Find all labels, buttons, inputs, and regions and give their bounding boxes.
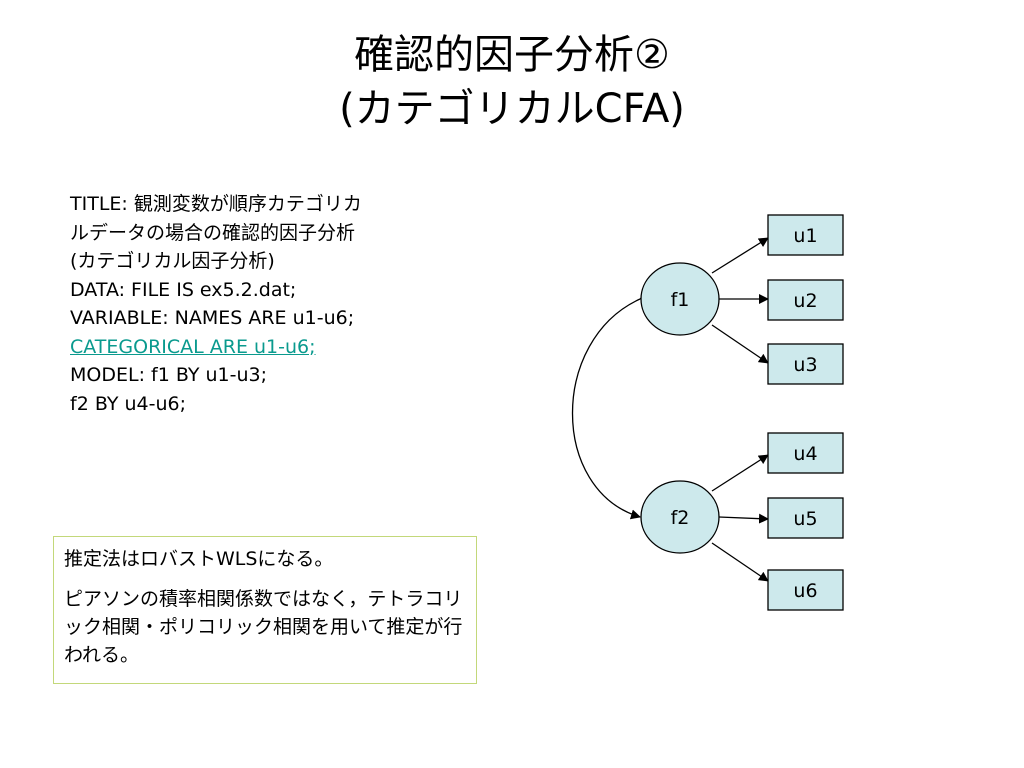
code-line-title-1: TITLE: 観測変数が順序カテゴリカ	[70, 193, 362, 215]
title-line-1: 確認的因子分析②	[354, 32, 670, 78]
observed-label-u3: u3	[793, 354, 817, 376]
loading-f2-u6	[711, 542, 769, 582]
observed-label-u6: u6	[793, 580, 817, 602]
code-line-variable: VARIABLE: NAMES ARE u1-u6;	[70, 307, 355, 329]
factor-node-f2: f2	[640, 480, 720, 554]
observed-node-u6: u6	[767, 569, 844, 611]
factor-label-f1: f1	[671, 289, 690, 311]
code-line-title-2: ルデータの場合の確認的因子分析	[70, 221, 356, 244]
mplus-syntax: TITLE: 観測変数が順序カテゴリカ ルデータの場合の確認的因子分析 (カテゴ…	[70, 190, 480, 418]
factor-node-f1: f1	[640, 262, 720, 336]
observed-node-u5: u5	[767, 497, 844, 539]
note-paragraph-1: 推定法はロバストWLSになる。	[64, 548, 334, 570]
loading-f2-u4	[711, 454, 769, 492]
loading-f2-u5	[718, 513, 769, 524]
note-paragraph-2: ピアソンの積率相関係数ではなく，テトラコリック相関・ポリコリック相関を用いて推定…	[64, 588, 463, 666]
code-line-data: DATA: FILE IS ex5.2.dat;	[70, 278, 297, 301]
observed-node-u1: u1	[767, 214, 844, 256]
observed-label-u1: u1	[793, 225, 817, 247]
loading-f1-u1	[711, 237, 769, 274]
observed-node-u4: u4	[767, 432, 844, 474]
factor-covariance-arrow	[572, 290, 651, 520]
observed-label-u4: u4	[793, 443, 817, 465]
observed-node-u3: u3	[767, 343, 844, 385]
observed-label-u2: u2	[793, 290, 817, 312]
code-line-title-3: (カテゴリカル因子分析)	[70, 250, 275, 272]
code-line-model: MODEL: f1 BY u1-u3;	[70, 364, 267, 386]
observed-label-u5: u5	[793, 508, 817, 530]
slide-title: 確認的因子分析② (カテゴリカルCFA)	[0, 28, 1024, 136]
observed-node-u2: u2	[767, 279, 844, 321]
factor-label-f2: f2	[671, 507, 690, 529]
estimation-note-box: 推定法はロバストWLSになる。 ピアソンの積率相関係数ではなく，テトラコリック相…	[53, 536, 477, 684]
code-line-model-f2: f2 BY u4-u6;	[70, 392, 186, 415]
title-line-2: (カテゴリカルCFA)	[339, 86, 685, 132]
loading-f1-u3	[711, 324, 769, 364]
code-line-categorical[interactable]: CATEGORICAL ARE u1-u6;	[70, 335, 316, 358]
